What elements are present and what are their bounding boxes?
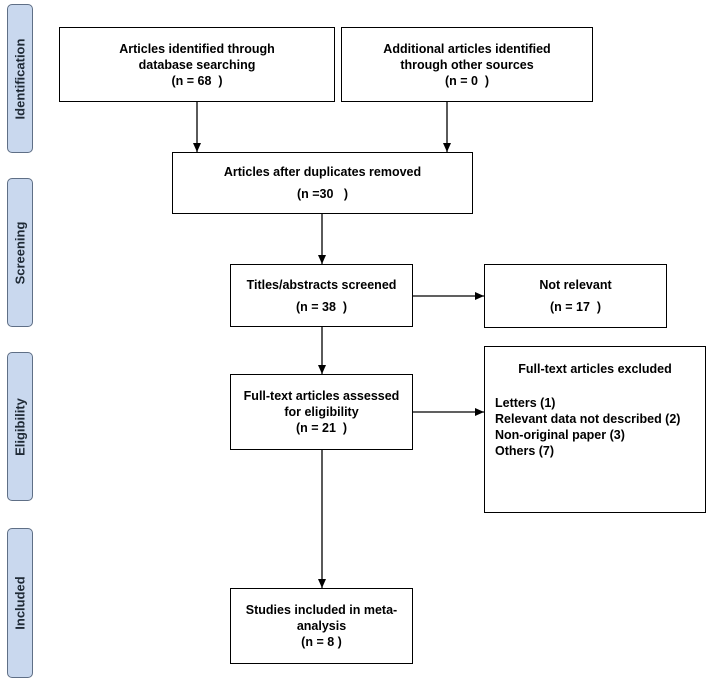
not-relevant-line1: Not relevant xyxy=(539,278,612,292)
box-not-relevant: Not relevant (n = 17 ) xyxy=(484,264,667,328)
database-count: (n = 68 ) xyxy=(171,73,223,88)
box-database-searching: Articles identified through database sea… xyxy=(59,27,335,102)
dedup-count: (n =30 ) xyxy=(296,187,349,201)
excluded-item-others: Others (7) xyxy=(495,444,555,458)
full-text-count: (n = 21 ) xyxy=(295,421,348,435)
included-line1: Studies included in meta- xyxy=(245,603,398,617)
excluded-title: Full-text articles excluded xyxy=(518,362,672,376)
stage-tab-eligibility: Eligibility xyxy=(7,352,33,501)
box-titles-abstracts-screened: Titles/abstracts screened (n = 38 ) xyxy=(230,264,413,327)
other-sources-line2: through other sources xyxy=(400,57,534,72)
included-line2: analysis xyxy=(296,619,347,633)
stage-tab-included: Included xyxy=(7,528,33,678)
excluded-item-data-not-described: Relevant data not described (2) xyxy=(495,412,681,426)
screened-line1: Titles/abstracts screened xyxy=(246,277,397,292)
box-full-text-assessed: Full-text articles assessed for eligibil… xyxy=(230,374,413,450)
stage-tab-identification: Identification xyxy=(7,4,33,153)
included-count: (n = 8 ) xyxy=(301,635,342,649)
not-relevant-count: (n = 17 ) xyxy=(549,300,602,314)
database-line2: database searching xyxy=(138,57,256,72)
stage-tab-screening: Screening xyxy=(7,178,33,327)
other-sources-count: (n = 0 ) xyxy=(444,73,490,88)
dedup-line1: Articles after duplicates removed xyxy=(223,165,422,179)
box-studies-included: Studies included in meta- analysis (n = … xyxy=(230,588,413,664)
box-full-text-excluded: Full-text articles excluded Letters (1) … xyxy=(484,346,706,513)
screened-count: (n = 38 ) xyxy=(295,299,348,314)
excluded-item-non-original: Non-original paper (3) xyxy=(495,428,625,442)
excluded-item-letters: Letters (1) xyxy=(495,396,556,410)
full-text-line1: Full-text articles assessed xyxy=(243,389,400,403)
full-text-line2: for eligibility xyxy=(284,405,359,419)
database-line1: Articles identified through xyxy=(119,41,275,56)
box-other-sources: Additional articles identified through o… xyxy=(341,27,593,102)
other-sources-line1: Additional articles identified xyxy=(383,41,551,56)
box-duplicates-removed: Articles after duplicates removed (n =30… xyxy=(172,152,473,214)
